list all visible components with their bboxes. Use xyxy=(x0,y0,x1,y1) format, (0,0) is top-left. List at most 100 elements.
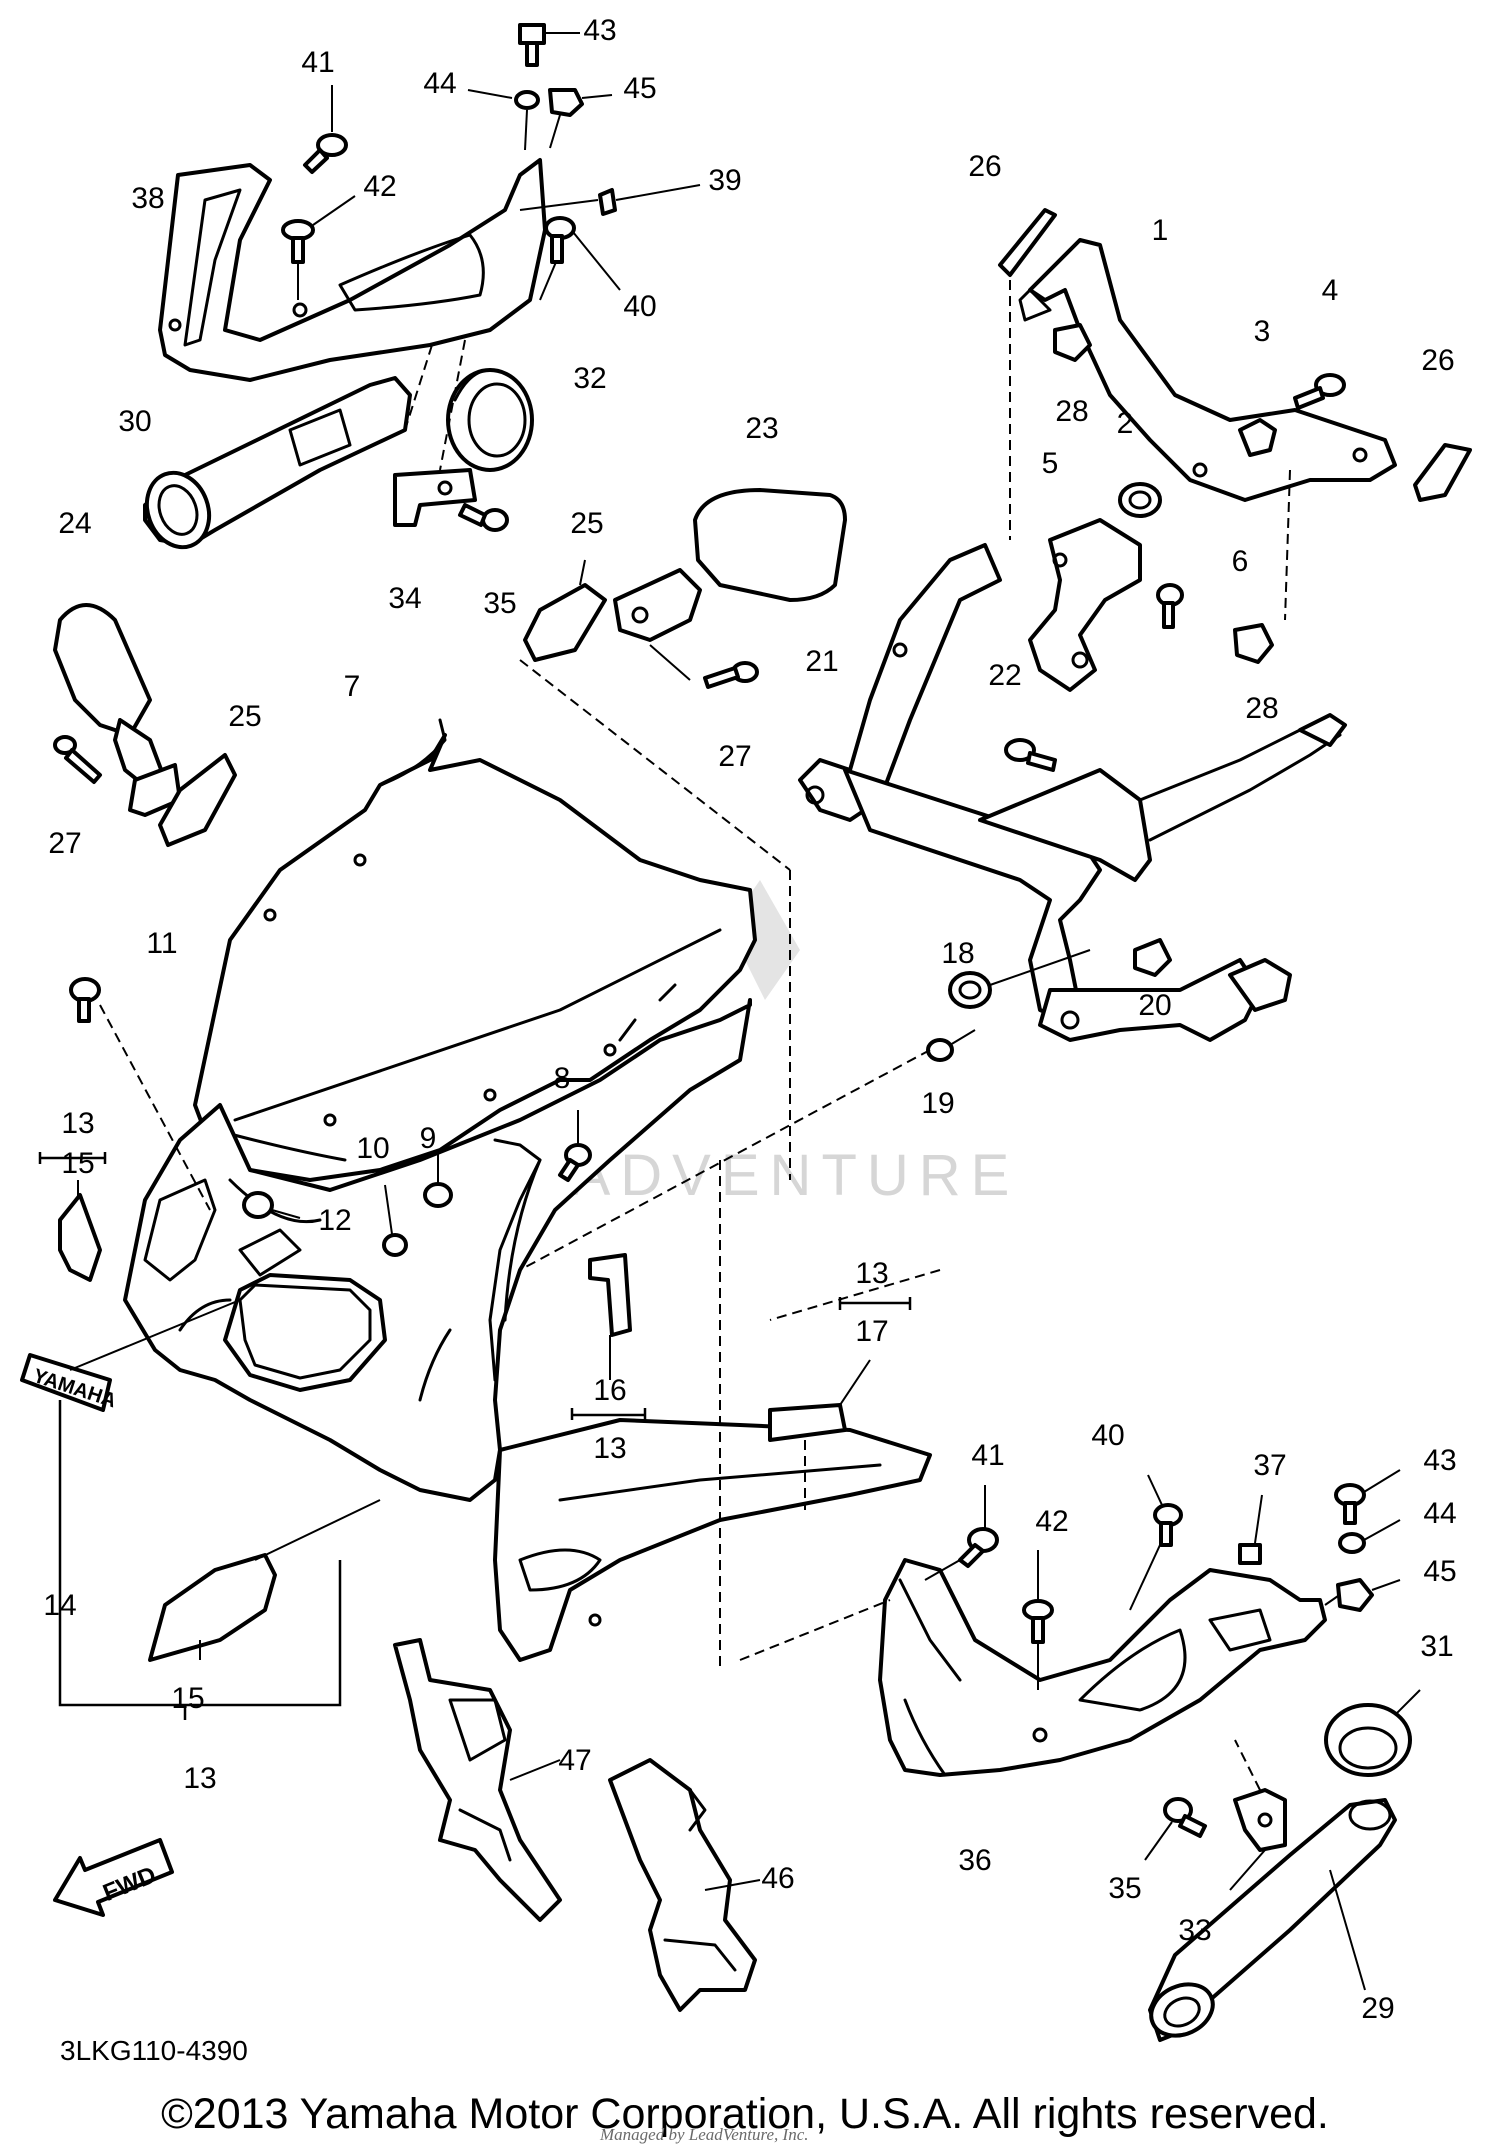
watermark-small: Managed by LeadVenture, Inc. xyxy=(599,2125,809,2144)
callout-6: 6 xyxy=(1232,545,1249,578)
inner-panel-46 xyxy=(608,1758,757,2012)
callout-39: 39 xyxy=(708,164,741,197)
callout-31: 31 xyxy=(1420,1630,1453,1663)
collar-2 xyxy=(1118,482,1162,518)
under-cowl-panel xyxy=(493,1418,932,1662)
callout-41: 41 xyxy=(971,1439,1004,1472)
screw-35-lower xyxy=(1163,1797,1207,1838)
callout-7: 7 xyxy=(344,670,361,703)
washer-19 xyxy=(926,1038,954,1062)
damper-3 xyxy=(1238,418,1277,457)
callout-43: 43 xyxy=(583,14,616,47)
callout-13: 13 xyxy=(61,1107,94,1140)
bracket-5 xyxy=(1028,518,1142,692)
bolt-4 xyxy=(1293,373,1346,410)
grommet-32 xyxy=(446,368,534,472)
screw-11 xyxy=(69,977,101,1023)
mirror-23 xyxy=(613,488,847,642)
callout-45: 45 xyxy=(623,72,656,105)
screw-42-lower xyxy=(1022,1599,1054,1644)
callout-25: 25 xyxy=(570,507,603,540)
callout-28: 28 xyxy=(1055,395,1088,428)
callout-13: 13 xyxy=(593,1432,626,1465)
callout-37: 37 xyxy=(1253,1449,1286,1482)
yamaha-decal-14: YAMAHA xyxy=(20,1353,119,1412)
callout-19: 19 xyxy=(921,1087,954,1120)
windscreen-7 xyxy=(193,718,757,1182)
bracket-13-lower xyxy=(58,1400,342,1707)
callout-27: 27 xyxy=(48,827,81,860)
callout-18: 18 xyxy=(941,937,974,970)
callout-23: 23 xyxy=(745,412,778,445)
front-cowling xyxy=(123,998,752,1502)
callout-15: 15 xyxy=(61,1147,94,1180)
callout-28: 28 xyxy=(1245,692,1278,725)
nut-28-lower xyxy=(1233,623,1274,664)
callout-25: 25 xyxy=(228,700,261,733)
callout-41: 41 xyxy=(301,46,334,79)
screw-35-top xyxy=(458,503,509,532)
plate-26-right xyxy=(1413,443,1472,502)
callout-4: 4 xyxy=(1322,274,1339,307)
copyright-notice: ©2013 Yamaha Motor Corporation, U.S.A. A… xyxy=(161,2090,1329,2138)
callout-8: 8 xyxy=(554,1062,571,1095)
lower-cowl-36 xyxy=(878,1558,1327,1777)
bracket-33 xyxy=(1233,1788,1287,1852)
band-26-left xyxy=(998,208,1057,277)
callout-35: 35 xyxy=(1108,1872,1141,1905)
screw-27-left xyxy=(53,735,102,784)
clip-37 xyxy=(1238,1543,1262,1565)
nut-45-top xyxy=(548,88,584,117)
callout-12: 12 xyxy=(318,1204,351,1237)
callout-38: 38 xyxy=(131,182,164,215)
callout-26: 26 xyxy=(1421,344,1454,377)
bolt-43-top xyxy=(518,23,546,67)
screw-27-right xyxy=(703,661,759,689)
inner-panel-47 xyxy=(393,1638,562,1922)
bracket-34 xyxy=(393,468,477,527)
callout-45: 45 xyxy=(1423,1555,1456,1588)
callout-2: 2 xyxy=(1117,407,1134,440)
callout-46: 46 xyxy=(761,1862,794,1895)
mirror-24 xyxy=(53,603,182,817)
bolt-43-lower xyxy=(1334,1483,1366,1525)
callout-13: 13 xyxy=(183,1762,216,1795)
callout-20: 20 xyxy=(1138,989,1171,1022)
graphic-15-lower xyxy=(148,1553,277,1662)
callout-35: 35 xyxy=(483,587,516,620)
fwd-arrow: FWD xyxy=(53,1838,174,1917)
callout-15: 15 xyxy=(171,1682,204,1715)
callout-21: 21 xyxy=(805,645,838,678)
callout-14: 14 xyxy=(43,1589,76,1622)
gasket-25-right xyxy=(523,583,607,662)
callout-40: 40 xyxy=(1091,1419,1124,1452)
callout-36: 36 xyxy=(958,1844,991,1877)
washer-44-lower xyxy=(1338,1532,1366,1554)
graphic-15-upper xyxy=(58,1193,102,1282)
collar-18 xyxy=(948,971,992,1009)
grommet-31 xyxy=(1324,1703,1412,1777)
callout-24: 24 xyxy=(58,507,91,540)
screw-40-lower xyxy=(1153,1503,1183,1547)
emblem-16 xyxy=(588,1253,632,1337)
grommet-12 xyxy=(242,1191,274,1219)
clip-39 xyxy=(598,188,617,216)
grommet-20 xyxy=(1133,938,1172,977)
callout-5: 5 xyxy=(1042,447,1059,480)
callout-47: 47 xyxy=(558,1744,591,1777)
callout-29: 29 xyxy=(1361,1992,1394,2025)
bolt-22 xyxy=(1004,738,1057,772)
callout-42: 42 xyxy=(1035,1505,1068,1538)
washer-44-top xyxy=(514,90,540,110)
callout-17: 17 xyxy=(855,1315,888,1348)
callout-33: 33 xyxy=(1178,1914,1211,1947)
callout-10: 10 xyxy=(356,1132,389,1165)
screw-42-top xyxy=(281,219,315,264)
callout-43: 43 xyxy=(1423,1444,1456,1477)
nut-45-lower xyxy=(1336,1578,1374,1612)
screw-6 xyxy=(1156,583,1184,629)
gasket-25-left xyxy=(158,753,237,847)
callout-1: 1 xyxy=(1152,214,1169,247)
